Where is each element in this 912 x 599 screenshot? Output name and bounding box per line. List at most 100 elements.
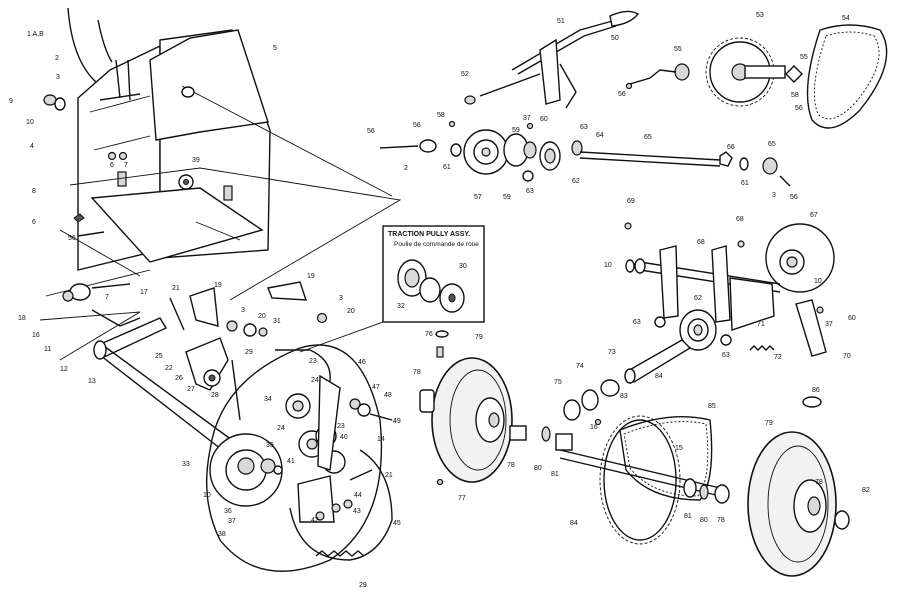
- callout-c-54: 54: [842, 15, 850, 22]
- callout-c-36: 36: [224, 508, 232, 515]
- bolt-2: [127, 59, 131, 101]
- callout-c-42: 42: [311, 517, 319, 524]
- washer-74: [600, 379, 620, 397]
- callout-c-67: 67: [810, 212, 818, 219]
- frame-edge-2: [93, 135, 151, 151]
- screw-58: [448, 120, 456, 128]
- clip-76: [435, 330, 449, 338]
- callout-c-16b: 16: [590, 424, 598, 431]
- bearing-56: [419, 139, 437, 153]
- bushing-78c: [714, 484, 730, 504]
- pulley-27-hub: [208, 374, 216, 382]
- callout-c-27: 27: [187, 386, 195, 393]
- wheel-79-right-tread: [767, 445, 829, 563]
- spring-29a: [231, 359, 241, 421]
- callout-c-55a: 55: [674, 46, 682, 53]
- chain-54: [806, 24, 888, 129]
- guide-line-a: [45, 269, 151, 297]
- callout-c-1ab: 1 A,B: [27, 31, 44, 38]
- callout-c-10c: 10: [604, 262, 612, 269]
- callout-c-47: 47: [372, 384, 380, 391]
- spring-56: [629, 69, 677, 85]
- callout-c-45: 45: [393, 520, 401, 527]
- callout-c-62a: 62: [572, 178, 580, 185]
- callout-c-68b: 68: [697, 239, 705, 246]
- bearing-55a: [674, 63, 690, 81]
- callout-c-26: 26: [175, 375, 183, 382]
- washer-63c: [654, 316, 666, 328]
- callout-c-23b: 23: [337, 423, 345, 430]
- callout-c-19a: 19: [214, 282, 222, 289]
- washer-10c: [625, 259, 635, 273]
- callout-c-10a: 10: [26, 119, 34, 126]
- bracket-41: [297, 475, 335, 523]
- callout-c-11: 11: [44, 346, 51, 353]
- hub-62-core: [693, 324, 703, 336]
- sprocket-84-body: [603, 419, 677, 541]
- callout-c-56b: 56: [618, 91, 626, 98]
- washer-36: [273, 465, 283, 475]
- callout-c-4: 4: [30, 143, 34, 150]
- wheel-axle-assembly: [419, 330, 850, 577]
- frame-shaft-end: [181, 86, 195, 98]
- bearing-75a: [563, 399, 581, 421]
- coupler-81b: [683, 478, 697, 498]
- callout-c-58a: 58: [791, 92, 799, 99]
- wheel-79-right-hub: [807, 496, 821, 516]
- nut-18: [62, 290, 74, 302]
- chain-85-links: [623, 421, 709, 497]
- bolt-42: [315, 511, 325, 521]
- bushing-78a: [419, 389, 435, 413]
- callout-c-84b: 84: [570, 520, 578, 527]
- washer-20: [243, 323, 257, 337]
- callout-c-61b: 61: [741, 180, 749, 187]
- washer-48: [357, 403, 371, 417]
- belt-33: [206, 344, 383, 572]
- callout-c-16: 16: [32, 332, 40, 339]
- pulley-57-hub: [481, 147, 491, 157]
- callout-c-22: 22: [165, 365, 173, 372]
- callout-c-10d: 10: [814, 278, 822, 285]
- frame-slot-3: [223, 185, 233, 201]
- bearing-59: [523, 141, 537, 159]
- callout-c-75: 75: [554, 379, 562, 386]
- shaft-65b: [579, 157, 721, 167]
- nut-82: [834, 510, 850, 530]
- bushing-78b: [509, 425, 527, 441]
- callout-c-61a: 61: [443, 164, 451, 171]
- callout-c-58b: 58: [437, 112, 445, 119]
- callout-c-18: 18: [18, 315, 26, 322]
- screw-37c: [816, 306, 824, 314]
- callout-c-84a: 84: [655, 373, 663, 380]
- callout-c-51: 51: [557, 18, 565, 25]
- spring-11: [91, 309, 141, 327]
- callout-c-60a: 60: [540, 116, 548, 123]
- spacer-35: [260, 458, 276, 474]
- frame-guide-line-3: [59, 229, 141, 277]
- nut-52: [464, 95, 476, 105]
- callout-c-77: 77: [458, 495, 466, 502]
- callout-c-43: 43: [353, 508, 361, 515]
- flange-55b: [785, 65, 803, 83]
- gear-66: [719, 151, 733, 167]
- bolt-17: [91, 283, 131, 289]
- bearing-62-core: [544, 148, 556, 164]
- callout-c-50: 50: [611, 35, 619, 42]
- callout-c-81b: 81: [684, 513, 692, 520]
- washer-10: [54, 97, 66, 111]
- callout-c-56f: 56: [790, 194, 798, 201]
- callout-c-81a: 81: [551, 471, 559, 478]
- washer-63: [522, 170, 534, 182]
- callout-c-73: 73: [608, 349, 616, 356]
- callout-c-78b: 78: [507, 462, 515, 469]
- callout-c-37a: 37: [228, 518, 236, 525]
- callout-c-72: 72: [774, 354, 782, 361]
- shaft-13b: [103, 345, 241, 447]
- inset-traction-pulley: TRACTION PULLY ASSY. Poulie de commande …: [299, 225, 485, 353]
- bolt-49: [369, 413, 393, 421]
- callout-c-7b: 7: [105, 294, 109, 301]
- sprocket-84-teeth: [599, 415, 681, 545]
- callout-c-39: 39: [192, 157, 200, 164]
